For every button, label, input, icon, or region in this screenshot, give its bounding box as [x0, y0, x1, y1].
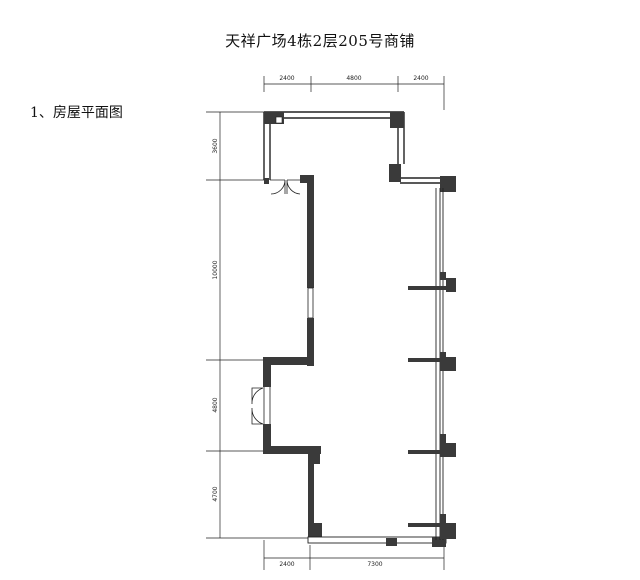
page-title: 天祥广场4栋2层205号商铺 [225, 32, 415, 50]
right-columns [408, 272, 456, 539]
walls-upper [263, 111, 440, 184]
dim-bottom-1: 2400 [279, 561, 294, 568]
upper-door [270, 179, 301, 195]
walls-lower-entrance [263, 357, 321, 454]
lower-door [251, 387, 264, 425]
dimension-bottom [263, 540, 445, 570]
dim-top-3: 2400 [413, 75, 428, 82]
dim-left-2: 10000 [212, 260, 219, 279]
dim-top-2: 4800 [346, 75, 361, 82]
section-heading: 1、房屋平面图 [30, 105, 123, 121]
walls-bottom [307, 536, 447, 547]
dim-top-1: 2400 [279, 75, 294, 82]
dimension-left [206, 111, 308, 539]
dimension-top [263, 76, 445, 110]
dim-left-3: 4800 [212, 397, 219, 412]
duct-square [275, 116, 283, 124]
dim-left-4: 4700 [212, 486, 219, 501]
dim-bottom-2: 7300 [367, 561, 382, 568]
walls-lower-left [308, 452, 322, 541]
dim-left-1: 3600 [212, 138, 219, 153]
walls-left-corridor [264, 176, 314, 366]
